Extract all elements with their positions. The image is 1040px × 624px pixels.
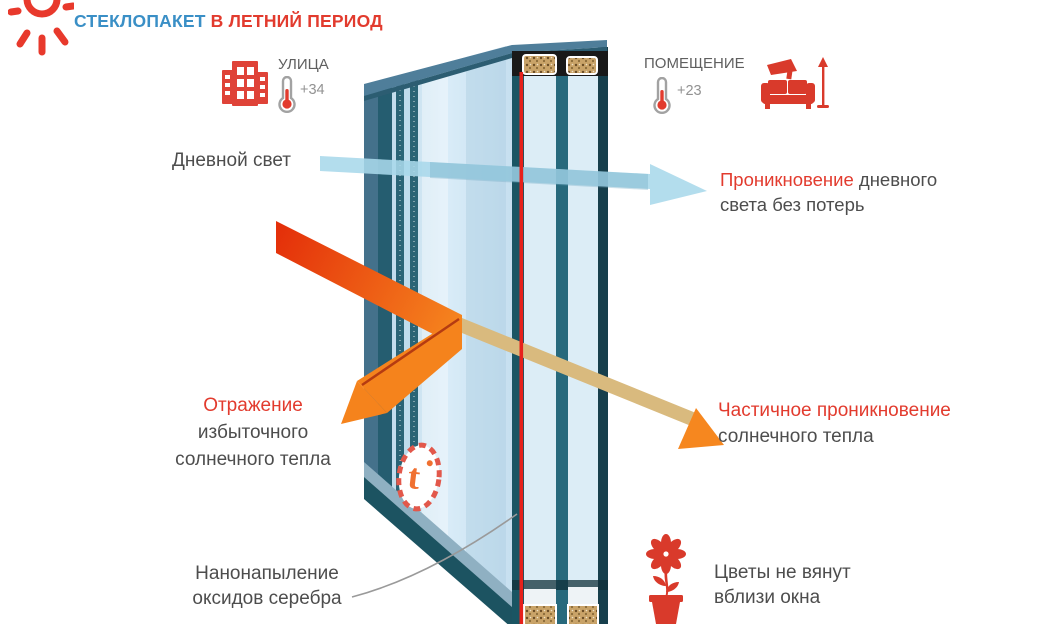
reflection-line2: избыточного (197, 422, 309, 443)
outdoor-temperature: +34 (300, 82, 325, 98)
flowers-line1: Цветы не вянут (714, 562, 851, 583)
coating-leader-line (351, 513, 518, 598)
partial-penetration-highlight: Частичное проникновение (718, 400, 951, 421)
desiccant-spacer-bottom-2 (567, 604, 599, 624)
building-icon (222, 61, 268, 106)
outdoor-label: УЛИЦА (278, 56, 329, 73)
light-penetration-rest: дневного (853, 169, 938, 190)
glass-bottom-edge-2 (568, 587, 598, 605)
frame-bottom-dark (364, 477, 512, 624)
desiccant-spacer-top-1 (522, 54, 557, 75)
sealant-bottom (512, 580, 608, 590)
flower-pot-icon (646, 534, 686, 624)
pane-edge-3 (598, 47, 608, 624)
reflection-note: Отражение избыточного солнечного тепла (146, 392, 360, 473)
desiccant-spacer-bottom-1 (523, 604, 557, 624)
title-period: В ЛЕТНИЙ ПЕРИОД (210, 11, 383, 31)
flowers-line2: вблизи окна (714, 587, 821, 608)
gas-gap-2 (568, 75, 598, 590)
partial-penetration-line2: солнечного тепла (718, 426, 874, 447)
heat-arrowhead-right (678, 408, 724, 449)
title-brand: СТЕКЛОПАКЕТ (74, 11, 206, 31)
page-title: СТЕКЛОПАКЕТ В ЛЕТНИЙ ПЕРИОД (74, 11, 383, 32)
desiccant-spacer-top-2 (566, 56, 598, 75)
flowers-note: Цветы не вянут вблизи окна (714, 560, 851, 610)
glass-bottom-edge-1 (524, 589, 556, 605)
light-penetration-note: Проникновение дневного света без потерь (720, 167, 937, 217)
thermometer-icon-indoor (653, 77, 671, 114)
glass-shade (466, 46, 506, 600)
frame-bottom-light (364, 462, 512, 607)
frame-top-face (364, 40, 607, 96)
coating-line1: Нанонапыление (195, 563, 339, 584)
reflection-highlight: Отражение (203, 395, 303, 416)
partial-penetration-note: Частичное проникновение солнечного тепла (718, 398, 951, 450)
indoor-label: ПОМЕЩЕНИЕ (644, 55, 745, 72)
reflection-line3: солнечного тепла (175, 449, 331, 470)
sun-icon (8, 0, 74, 56)
thermometer-icon-outdoor (278, 76, 296, 113)
quality-badge: t (396, 442, 442, 512)
heat-arrowhead-left (341, 381, 387, 424)
daylight-label: Дневной свет (172, 150, 291, 171)
gas-gap-1 (524, 75, 556, 590)
sofa-lamp-icon (761, 57, 829, 109)
reflection-edge-line (361, 317, 460, 387)
light-penetration-line2: света без потерь (720, 194, 865, 215)
light-penetration-highlight: Проникновение (720, 169, 854, 190)
daylight-arrow (320, 156, 707, 205)
heat-arrow-reflected (341, 315, 462, 424)
pane-edge-2 (556, 52, 568, 624)
heat-arrow-incoming (276, 221, 462, 349)
badge-letter: t (406, 456, 423, 497)
coating-line2: оксидов серебра (192, 588, 342, 609)
coating-note: Нанонапыление оксидов серебра (178, 561, 356, 611)
indoor-temperature: +23 (677, 83, 702, 99)
coating-line (519, 72, 524, 624)
